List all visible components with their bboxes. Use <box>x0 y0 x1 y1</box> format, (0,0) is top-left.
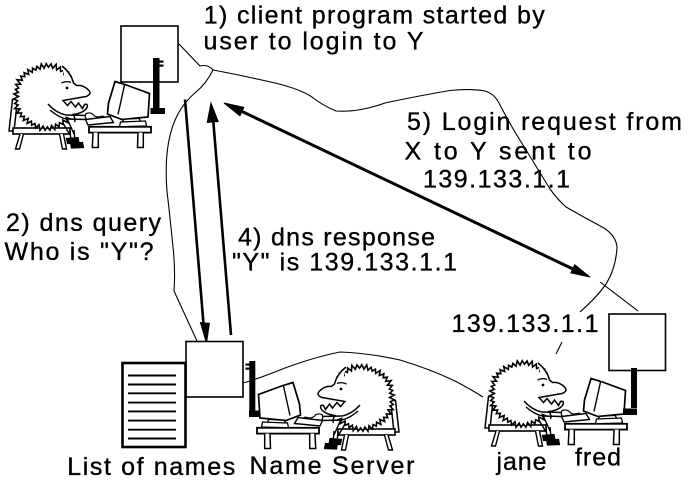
svg-text:List of names: List of names <box>67 453 235 481</box>
svg-text:4) dns response: 4) dns response <box>238 223 435 251</box>
svg-text:fred: fred <box>575 443 621 471</box>
svg-text:user to login to Y: user to login to Y <box>204 27 424 55</box>
svg-text:139.133.1.1: 139.133.1.1 <box>452 310 599 338</box>
svg-text:5) Login request from: 5) Login request from <box>407 108 682 136</box>
svg-text:Who is "Y"?: Who is "Y"? <box>5 238 154 266</box>
svg-text:jane: jane <box>496 448 547 476</box>
svg-text:2) dns query: 2) dns query <box>6 209 162 237</box>
svg-text:Name Server: Name Server <box>250 452 415 480</box>
svg-text:"Y" is 139.133.1.1: "Y" is 139.133.1.1 <box>232 249 457 277</box>
svg-text:139.133.1.1: 139.133.1.1 <box>423 166 570 194</box>
svg-text:1) client program started by: 1) client program started by <box>204 2 546 30</box>
